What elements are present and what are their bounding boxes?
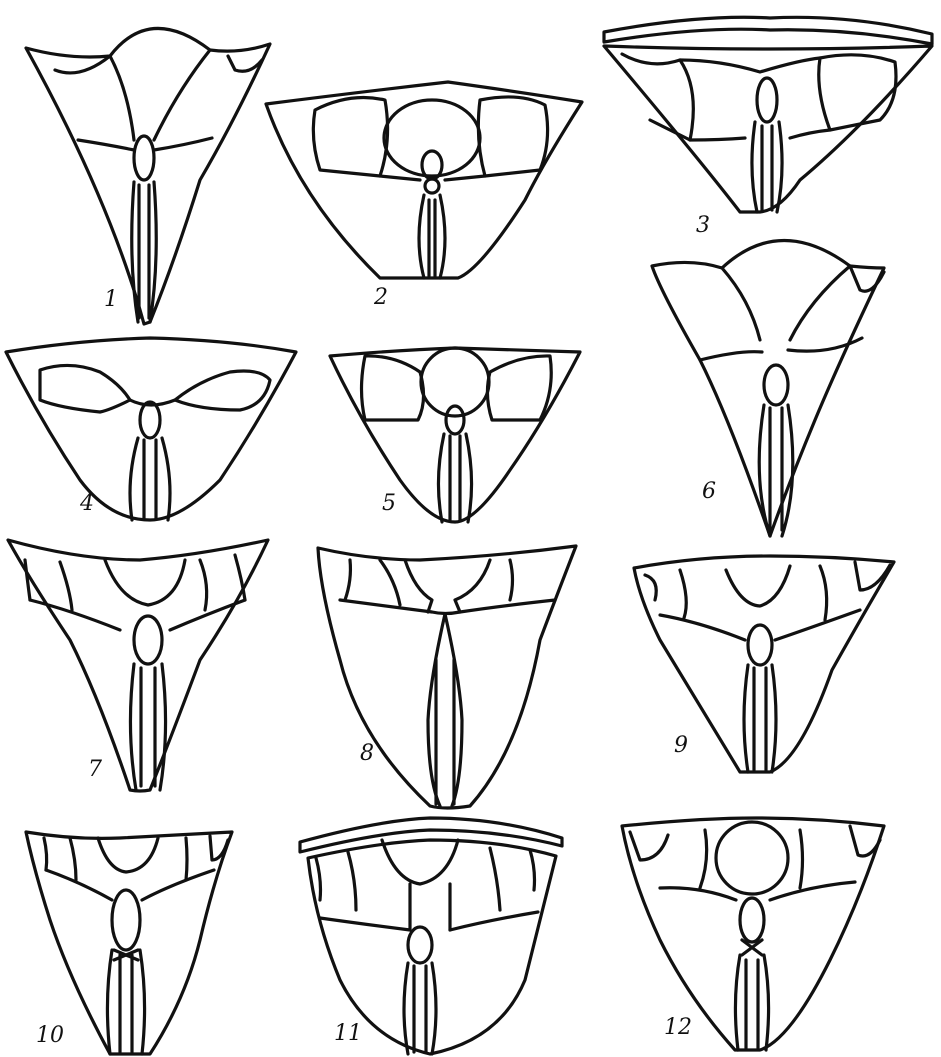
- figure-3: 3: [604, 17, 932, 238]
- figure-11-number: 11: [334, 1021, 362, 1046]
- figure-1: 1: [26, 28, 270, 324]
- figure-12: 12: [622, 818, 884, 1050]
- figure-9: 9: [634, 556, 894, 772]
- figure-8-number: 8: [360, 741, 374, 766]
- figure-4-number: 4: [79, 491, 94, 516]
- figure-1-number: 1: [104, 287, 118, 312]
- figure-6: 6: [652, 240, 884, 536]
- figure-5: 5: [330, 348, 580, 522]
- figure-7: 7: [8, 540, 268, 791]
- figure-2: 2: [266, 82, 582, 310]
- figure-10: 10: [26, 832, 232, 1054]
- figure-8: 8: [318, 546, 576, 808]
- figure-4: 4: [6, 338, 296, 520]
- figure-11: 11: [300, 818, 562, 1054]
- figure-9-number: 9: [674, 733, 688, 758]
- figure-2-number: 2: [373, 285, 388, 310]
- figure-10-number: 10: [36, 1023, 64, 1048]
- figure-7-number: 7: [88, 757, 102, 782]
- figure-6-number: 6: [702, 479, 716, 504]
- figure-5-number: 5: [382, 491, 396, 516]
- figure-12-number: 12: [664, 1015, 692, 1040]
- figure-3-number: 3: [696, 213, 710, 238]
